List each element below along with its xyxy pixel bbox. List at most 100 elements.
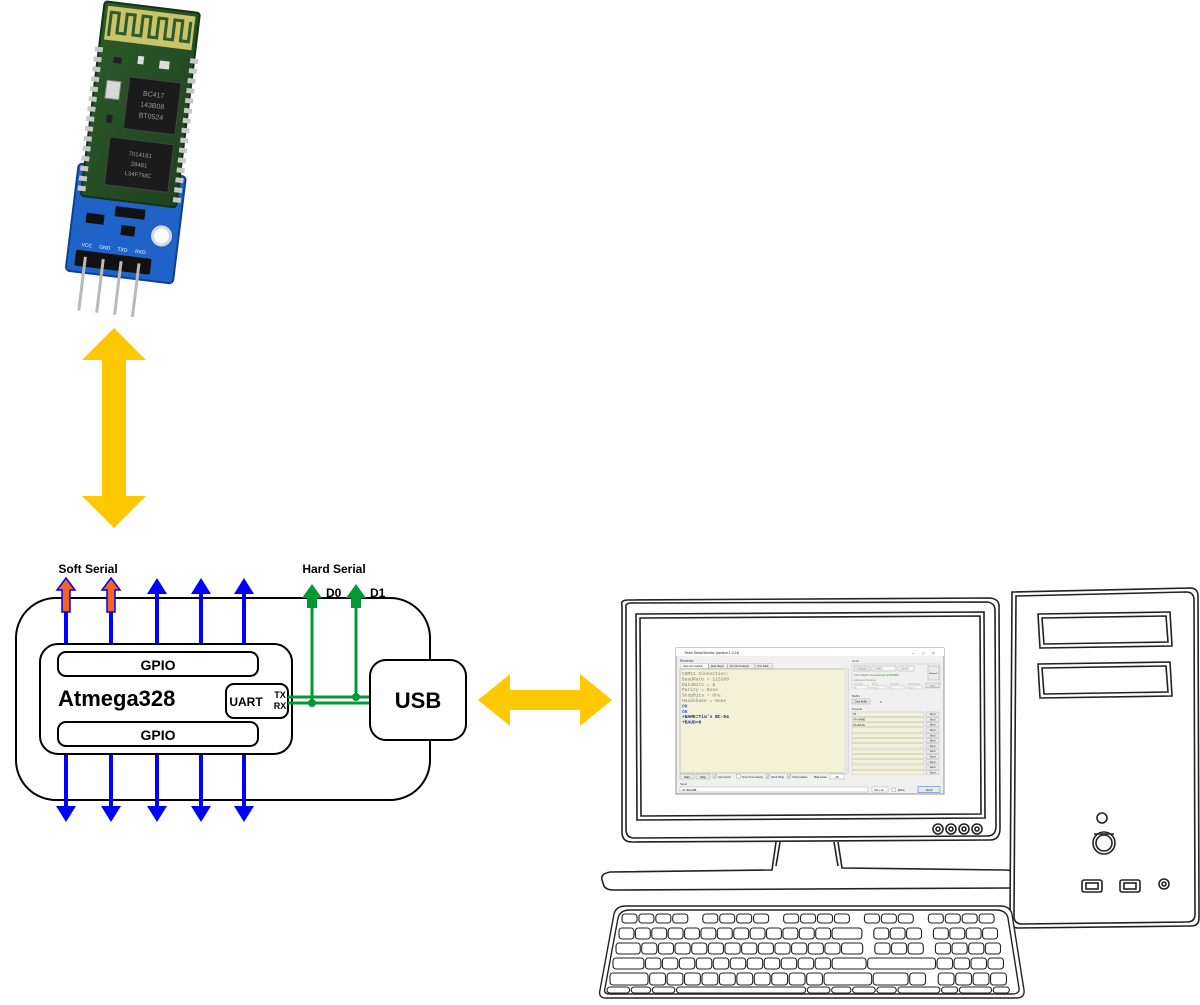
advanced-field-input[interactable] — [907, 685, 923, 690]
preset-send-button[interactable] — [925, 759, 940, 765]
keyboard-key — [672, 913, 689, 924]
keyboard-key — [666, 972, 684, 986]
line-ending-select[interactable] — [871, 786, 889, 793]
preset-send-button[interactable] — [925, 770, 940, 775]
preset-send-button[interactable] — [925, 754, 940, 759]
gpio-top-label: GPIO — [140, 657, 175, 673]
console-line: StopBits = One — [682, 693, 721, 699]
close-icon[interactable]: × — [932, 651, 935, 656]
keyboard-key — [940, 986, 959, 994]
keyboard-key — [961, 913, 978, 924]
keyboard-key — [889, 927, 906, 940]
keyboard-key — [965, 927, 982, 940]
usb-link-arrow — [478, 674, 612, 726]
preset-send-label: Send — [930, 724, 936, 727]
keyboard-key — [872, 972, 909, 986]
console-area[interactable] — [679, 668, 849, 774]
keyboard-key — [987, 957, 1005, 970]
preset-send-button[interactable] — [925, 711, 940, 717]
preset-send-button[interactable] — [925, 738, 940, 743]
presets-label: Presets — [852, 707, 863, 711]
pin-label-txd: TXD — [117, 247, 128, 254]
baud-select[interactable] — [897, 665, 915, 672]
preset-input[interactable] — [851, 738, 925, 743]
preset-send-button[interactable] — [925, 717, 940, 722]
advanced-field-input[interactable] — [853, 685, 869, 690]
left-pads — [77, 46, 104, 192]
keyboard-key — [953, 957, 971, 970]
d1-arrow — [346, 584, 366, 608]
console-line: +NAME=Tim's BC-04 — [682, 714, 729, 720]
checkbox-3[interactable] — [787, 774, 791, 779]
preset-send-button[interactable] — [925, 722, 940, 727]
preset-send-button[interactable] — [925, 727, 940, 733]
refresh-button-label: Refresh — [930, 672, 938, 675]
keyboard-key — [741, 942, 758, 955]
checkbox-label-3: Show Hidden — [792, 775, 808, 779]
keyboard-key — [897, 986, 941, 994]
preset-input[interactable] — [851, 759, 925, 765]
keyboard-key — [651, 927, 668, 940]
keyboard-key — [674, 942, 691, 955]
advanced-field-label: Data Bits — [854, 683, 864, 686]
preset-input[interactable] — [851, 717, 925, 722]
preset-input[interactable] — [851, 743, 925, 749]
keyboard-key — [936, 957, 954, 970]
preset-input[interactable] — [851, 754, 925, 759]
port-select[interactable] — [871, 665, 897, 672]
console-line: COM11 Connection: — [682, 671, 729, 677]
minimize-icon[interactable]: – — [912, 651, 915, 656]
preset-input[interactable] — [851, 727, 925, 733]
maximize-icon[interactable]: □ — [922, 651, 925, 656]
preset-send-button[interactable] — [925, 748, 940, 754]
preset-input[interactable] — [851, 711, 925, 717]
header-pins — [77, 256, 141, 318]
tab-3[interactable] — [755, 663, 773, 669]
preset-send-button[interactable] — [925, 743, 940, 749]
checkbox-2[interactable] — [765, 774, 770, 779]
preset-input[interactable] — [851, 764, 925, 770]
keyboard-key — [719, 913, 736, 924]
tab-label-2: Port (Formatted) — [730, 664, 749, 668]
keyboard-key — [958, 986, 993, 994]
advanced-field-label: Parity — [872, 683, 878, 686]
preset-send-label: Send — [930, 756, 936, 759]
advanced-field-input[interactable] — [889, 685, 905, 690]
keyboard-key — [863, 913, 881, 924]
refresh-button[interactable] — [927, 665, 940, 681]
keyboard-key — [840, 942, 864, 955]
keyboard-key — [771, 972, 789, 986]
preset-send-button[interactable] — [925, 764, 940, 770]
preset-send-button[interactable] — [925, 733, 940, 738]
keyboard-key — [615, 942, 641, 955]
tab-0[interactable] — [680, 663, 709, 669]
apply-button[interactable] — [925, 682, 940, 688]
checkbox-0[interactable] — [712, 774, 717, 779]
stop-button[interactable] — [695, 773, 711, 780]
advanced-field-value: 1 — [891, 687, 893, 689]
start-button[interactable] — [679, 773, 695, 780]
preset-input[interactable] — [851, 733, 925, 738]
preset-input[interactable] — [851, 722, 925, 727]
keyboard-key — [782, 927, 799, 940]
tab-1[interactable] — [708, 663, 728, 669]
keyboard-key — [678, 957, 696, 970]
clear-buffer-button[interactable] — [851, 698, 871, 705]
preset-input[interactable] — [851, 748, 925, 754]
advanced-field-input[interactable] — [871, 685, 887, 690]
keyboard-key — [932, 927, 949, 940]
checkbox-1[interactable] — [736, 774, 741, 779]
tab-2[interactable] — [727, 663, 756, 669]
send-button-label: Send — [926, 788, 933, 792]
preset-input[interactable] — [851, 770, 925, 775]
chip-text-2: 143B08 — [140, 101, 165, 111]
advanced-field-value: None — [909, 687, 915, 689]
hard-serial-label: Hard Serial — [302, 562, 365, 576]
max-lines-input[interactable] — [829, 773, 845, 780]
flash-text-2: 28481 — [130, 162, 148, 170]
send-input[interactable] — [679, 786, 869, 793]
send-button[interactable] — [917, 786, 941, 793]
echo-checkbox[interactable] — [891, 787, 896, 792]
connect-button[interactable] — [853, 665, 871, 672]
